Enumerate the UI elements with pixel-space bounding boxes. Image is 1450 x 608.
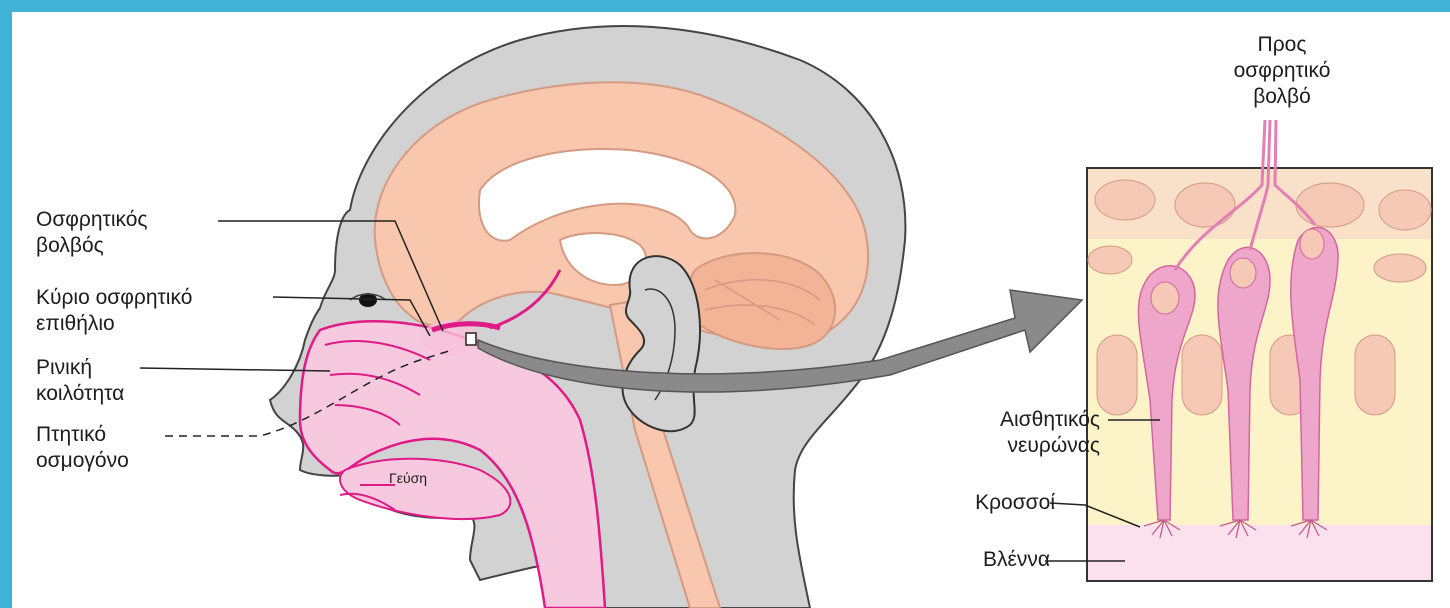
label-cilia: Κροσσοί <box>880 490 1055 516</box>
label-nasal-cavity: Ρινική κοιλότητα <box>36 355 124 407</box>
label-main-olfactory-epithelium: Κύριο οσφρητικό επιθήλιο <box>36 285 192 337</box>
epithelium-inset <box>1087 120 1432 581</box>
label-taste: Γεύση <box>389 470 427 486</box>
diagram-canvas: Οσφρητικός βολβός Κύριο οσφρητικό επιθήλ… <box>12 12 1450 608</box>
label-sensory-neuron: Αισθητικός νευρώνας <box>880 407 1100 459</box>
label-mucus: Βλέννα <box>880 547 1050 573</box>
label-to-olfactory-bulb: Προς οσφρητικό βολβό <box>1207 32 1357 110</box>
zoom-source-box <box>466 333 476 345</box>
label-volatile-odorant: Πτητικό οσμογόνο <box>36 422 129 474</box>
label-olfactory-bulb: Οσφρητικός βολβός <box>36 207 148 259</box>
